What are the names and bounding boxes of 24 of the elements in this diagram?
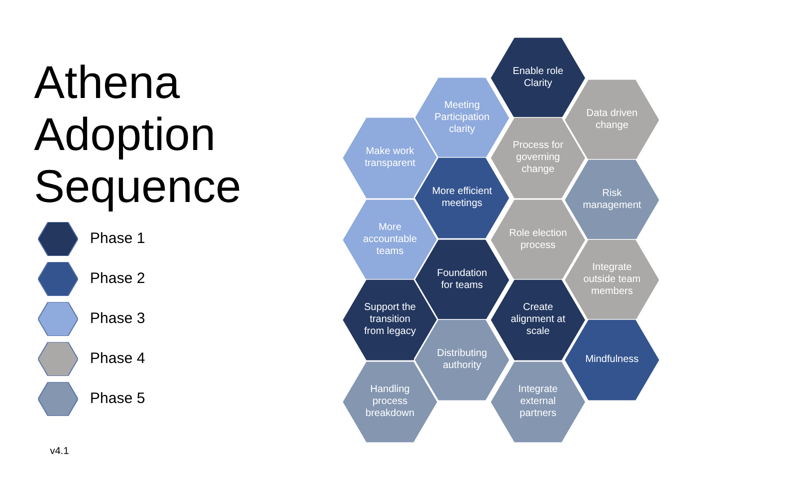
- hexagon-label: Create alignment at scale: [510, 302, 566, 338]
- legend-label: Phase 5: [90, 390, 146, 407]
- hexagon-label: Foundation for teams: [436, 268, 488, 292]
- hexagon-label: Support the transition from legacy: [363, 302, 417, 338]
- hexagon-label: Data driven change: [585, 108, 639, 132]
- hexagon-label: More accountable teams: [362, 222, 418, 258]
- hexagon-label: More efficient meetings: [432, 186, 492, 210]
- hexagon-label: Make work transparent: [364, 146, 416, 170]
- hexagon-label: Enable role Clarity: [512, 66, 564, 90]
- hexagon-label: Meeting Participation clarity: [433, 100, 491, 136]
- title: Athena Adoption Sequence: [34, 56, 242, 212]
- hexagon-label: Mindfulness: [585, 354, 639, 366]
- version-label: v4.1: [50, 446, 69, 457]
- legend-label: Phase 1: [90, 230, 146, 247]
- hexagon-label: Integrate outside team members: [582, 262, 642, 298]
- hexagon-label: Risk management: [582, 188, 642, 212]
- hexagon-label: Process for governing change: [512, 140, 564, 176]
- legend-label: Phase 4: [90, 350, 146, 367]
- hexagon-label: Integrate external partners: [517, 384, 559, 420]
- hexagon-label: Role election process: [508, 228, 568, 252]
- legend-label: Phase 3: [90, 310, 146, 327]
- legend-label: Phase 2: [90, 270, 146, 287]
- hexagon-label: Distributing authority: [436, 348, 488, 372]
- hexagon-label: Handling process breakdown: [364, 384, 416, 420]
